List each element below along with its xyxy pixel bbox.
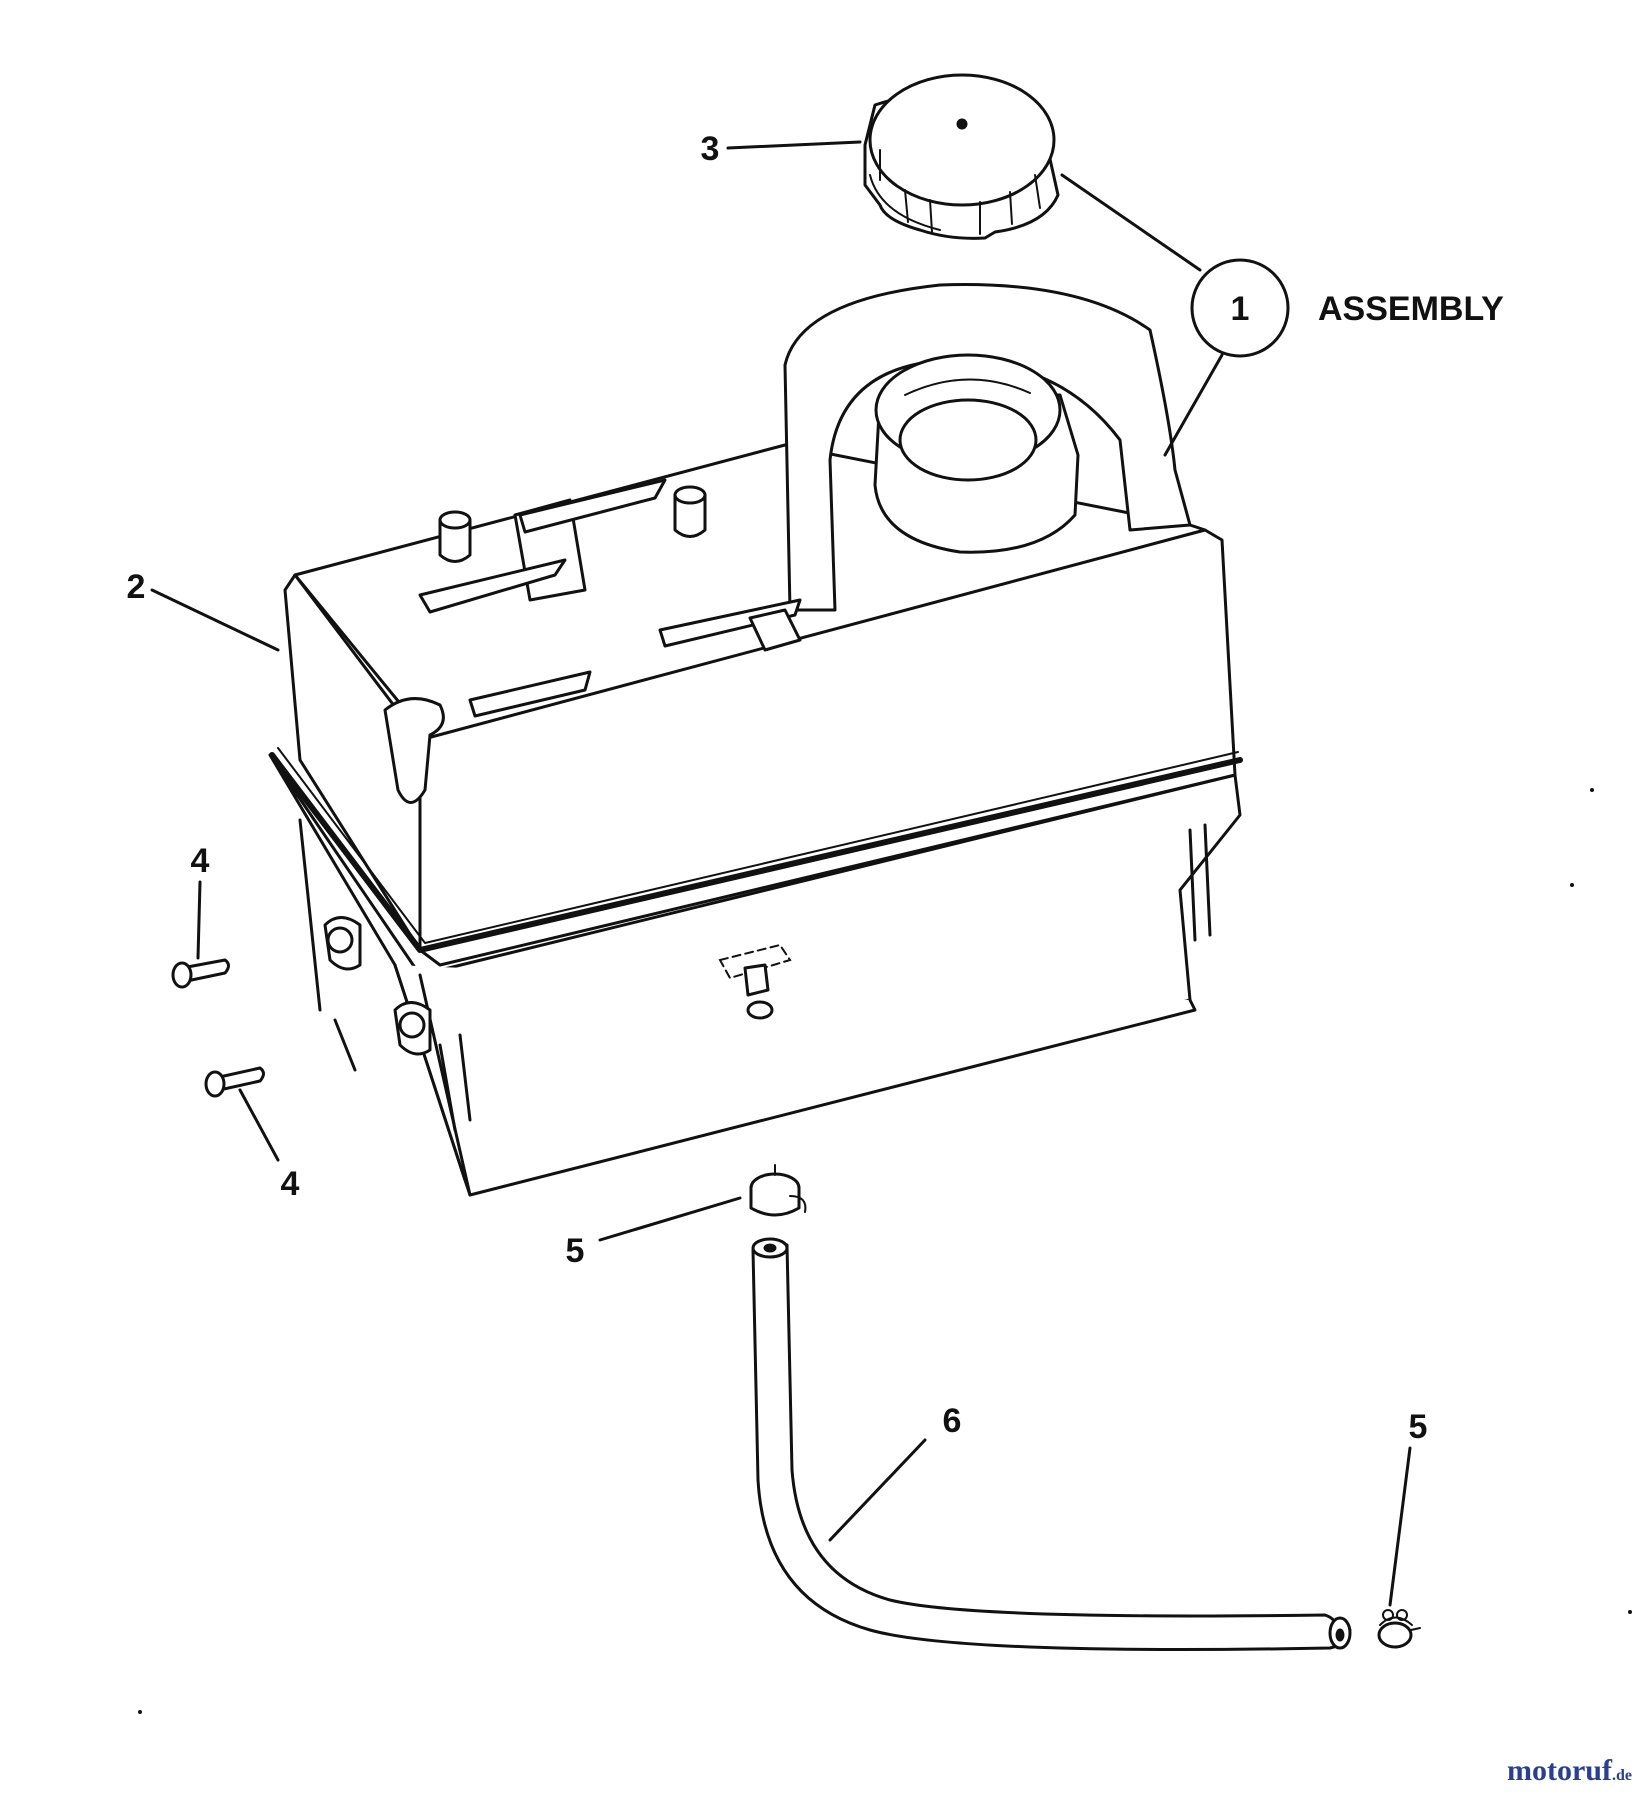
assembly-number: 1	[1231, 290, 1250, 328]
callout-screw-upper: 4	[191, 842, 210, 960]
tank-latch	[718, 943, 792, 1020]
svg-text:2: 2	[127, 568, 146, 606]
callout-clamp-lower: 5	[1388, 1408, 1428, 1607]
hose-clamp-upper	[749, 1164, 807, 1217]
assembly-callout: 1 ASSEMBLY	[1060, 173, 1504, 457]
fuel-hose	[751, 1237, 1352, 1652]
assembly-label: ASSEMBLY	[1318, 290, 1504, 328]
screw-upper	[171, 958, 230, 989]
watermark-tld: .de	[1612, 1767, 1632, 1784]
svg-text:5: 5	[1409, 1408, 1428, 1446]
hose-clamp-lower	[1377, 1609, 1421, 1649]
callout-screw-lower: 4	[238, 1088, 300, 1203]
watermark-brand: motoruf	[1507, 1754, 1612, 1787]
callout-cap: 3	[701, 130, 862, 168]
callout-tank: 2	[127, 568, 280, 652]
screw-lower	[204, 1066, 265, 1098]
callout-hose: 6	[828, 1402, 962, 1542]
callout-clamp-upper: 5	[566, 1196, 742, 1270]
svg-text:5: 5	[566, 1232, 585, 1270]
svg-text:3: 3	[701, 130, 720, 168]
watermark-logo: motoruf.de	[1507, 1754, 1632, 1788]
fuel-cap	[863, 73, 1060, 240]
svg-text:6: 6	[943, 1402, 962, 1440]
svg-text:4: 4	[281, 1165, 300, 1203]
fuel-tank	[268, 283, 1243, 1197]
svg-text:4: 4	[191, 842, 210, 880]
